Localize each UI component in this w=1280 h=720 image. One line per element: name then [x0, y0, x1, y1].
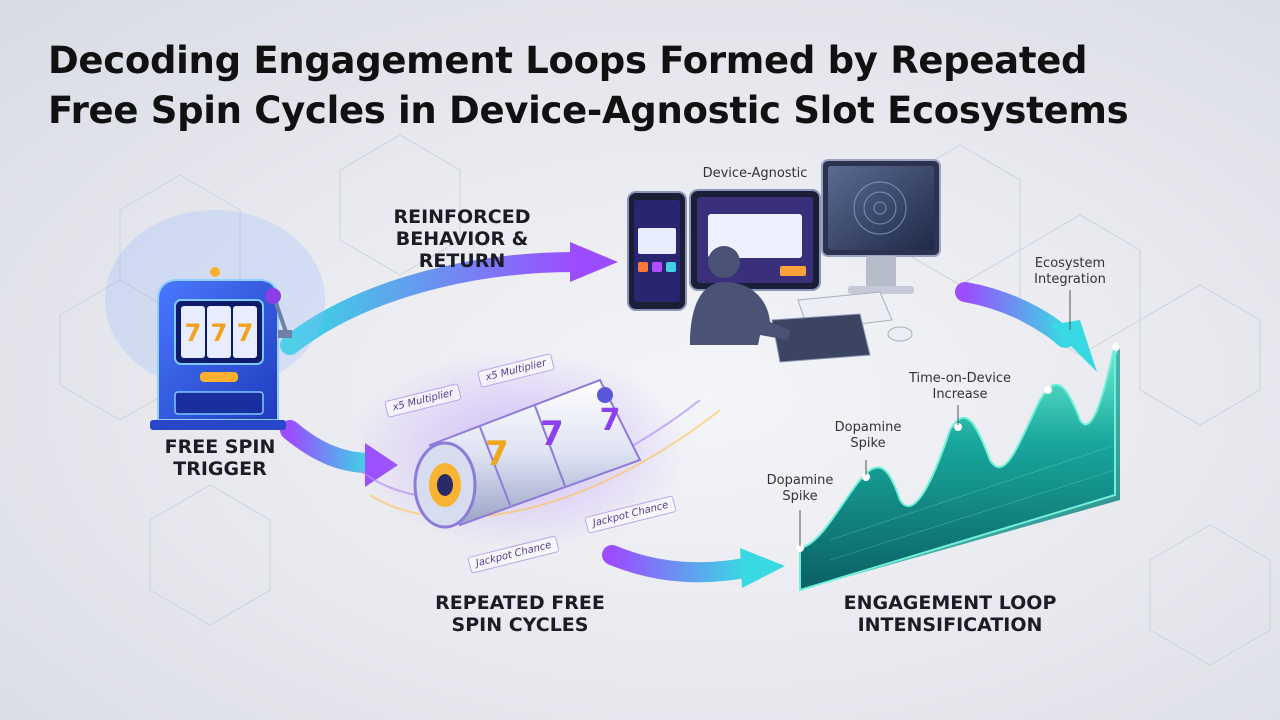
- hex-network-background: [59, 134, 1271, 666]
- slot-reel-7-3: 7: [237, 319, 254, 347]
- arrow-cycles-to-intensification: [602, 545, 785, 588]
- spin-reel-7-c: 7: [600, 403, 621, 438]
- engagement-graph: [796, 290, 1120, 592]
- label-free-spin-trigger: FREE SPIN TRIGGER: [164, 436, 276, 480]
- page-title: Decoding Engagement Loops Formed by Repe…: [48, 36, 1248, 136]
- annotation-time-on-device: Time-on-Device Increase: [908, 371, 1012, 402]
- slot-reel-7-1: 7: [185, 319, 202, 347]
- label-repeated-free-spin-cycles: REPEATED FREE SPIN CYCLES: [435, 592, 605, 636]
- label-reinforced-behavior: REINFORCED BEHAVIOR & RETURN: [393, 206, 531, 272]
- annotation-dopamine-spike-1: Dopamine Spike: [766, 473, 834, 504]
- devices-illustration: [627, 159, 941, 363]
- spinning-reels-graphic: 7 7 7: [350, 350, 721, 550]
- annotation-ecosystem-integration: Ecosystem Integration: [1034, 256, 1106, 287]
- spin-reel-7-b: 7: [540, 414, 564, 454]
- spin-reel-7-a: 7: [485, 434, 509, 474]
- slot-machine-icon: 7 7 7: [105, 210, 325, 430]
- title-line-1: Decoding Engagement Loops Formed by Repe…: [48, 39, 1088, 82]
- engagement-wave: [799, 344, 1116, 592]
- annotation-dopamine-spike-2: Dopamine Spike: [834, 420, 902, 451]
- arrow-devices-to-ecosystem: [955, 282, 1097, 372]
- title-line-2: Free Spin Cycles in Device-Agnostic Slot…: [48, 89, 1129, 132]
- label-device-agnostic: Device-Agnostic: [702, 166, 808, 181]
- label-engagement-loop-intensification: ENGAGEMENT LOOP INTENSIFICATION: [843, 592, 1057, 636]
- arrow-trigger-to-return: [280, 242, 618, 355]
- slot-reel-7-2: 7: [211, 319, 228, 347]
